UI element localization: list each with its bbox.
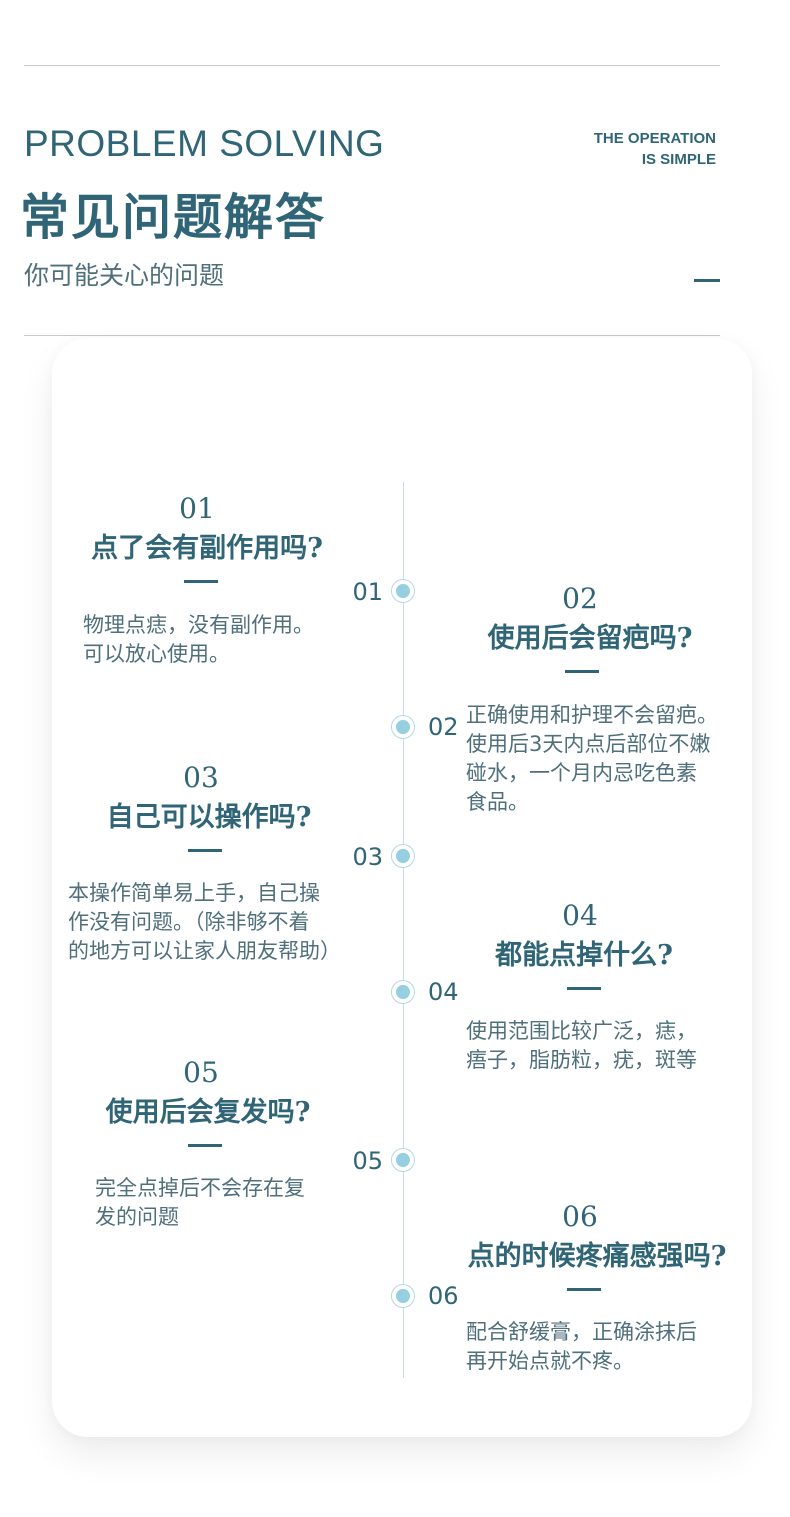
- header-bottom-divider: [24, 335, 720, 336]
- timeline-dot-03: [391, 844, 415, 868]
- faq-question-02: 使用后会留疤吗?: [487, 623, 693, 654]
- timeline-marker-01: 01: [352, 578, 383, 606]
- timeline-dot-05: [391, 1148, 415, 1172]
- faq-question-04: 都能点掉什么?: [495, 940, 673, 971]
- faq-answer-03: 本操作简单易上手，自己操 作没有问题。（除非够不着 的地方可以让家人朋友帮助）: [68, 881, 341, 963]
- timeline-marker-02: 02: [428, 713, 459, 741]
- faq-number-05: 05: [183, 1056, 219, 1089]
- faq-dash-06: [567, 1288, 601, 1291]
- faq-answer-01: 物理点痣，没有副作用。 可以放心使用。: [83, 613, 314, 666]
- timeline-dot-06: [391, 1284, 415, 1308]
- faq-number-01: 01: [179, 492, 215, 525]
- faq-question-03: 自己可以操作吗?: [106, 802, 312, 833]
- timeline-dot-02: [391, 715, 415, 739]
- operation-line-1: THE OPERATION: [593, 130, 716, 147]
- faq-dash-05: [188, 1144, 222, 1147]
- faq-card: [52, 338, 752, 1437]
- faq-number-04: 04: [562, 899, 598, 932]
- faq-answer-06: 配合舒缓膏，正确涂抹后 再开始点就不疼。: [466, 1320, 697, 1373]
- faq-number-06: 06: [562, 1200, 598, 1233]
- faq-answer-02: 正确使用和护理不会留疤。 使用后3天内点后部位不嫩 碰水，一个月内忌吃色素 食品…: [466, 703, 718, 814]
- faq-answer-04: 使用范围比较广泛，痣， 痦子，脂肪粒，疣，斑等: [466, 1019, 697, 1072]
- top-divider: [24, 65, 720, 66]
- operation-tagline: THE OPERATION IS SIMPLE: [594, 128, 716, 170]
- faq-number-02: 02: [562, 582, 598, 615]
- english-title: PROBLEM SOLVING: [24, 123, 385, 164]
- timeline-axis: [403, 482, 404, 1378]
- faq-question-05: 使用后会复发吗?: [105, 1097, 311, 1128]
- faq-number-03: 03: [183, 761, 219, 794]
- faq-question-01: 点了会有副作用吗?: [91, 533, 323, 564]
- faq-dash-02: [565, 670, 599, 673]
- timeline-marker-06: 06: [428, 1282, 459, 1310]
- faq-dash-04: [567, 987, 601, 990]
- timeline-dot-01: [391, 579, 415, 603]
- faq-question-06: 点的时候疼痛感强吗?: [467, 1241, 727, 1272]
- timeline-marker-04: 04: [428, 978, 459, 1006]
- timeline-marker-05: 05: [352, 1147, 383, 1175]
- header-dash: [694, 279, 720, 282]
- timeline-dot-04: [391, 980, 415, 1004]
- page-subtitle: 你可能关心的问题: [24, 261, 225, 290]
- timeline-marker-03: 03: [352, 843, 383, 871]
- faq-dash-01: [184, 580, 218, 583]
- faq-answer-05: 完全点掉后不会存在复 发的问题: [95, 1176, 305, 1229]
- faq-dash-03: [188, 849, 222, 852]
- page-title: 常见问题解答: [20, 188, 327, 246]
- operation-line-2: IS SIMPLE: [641, 151, 716, 168]
